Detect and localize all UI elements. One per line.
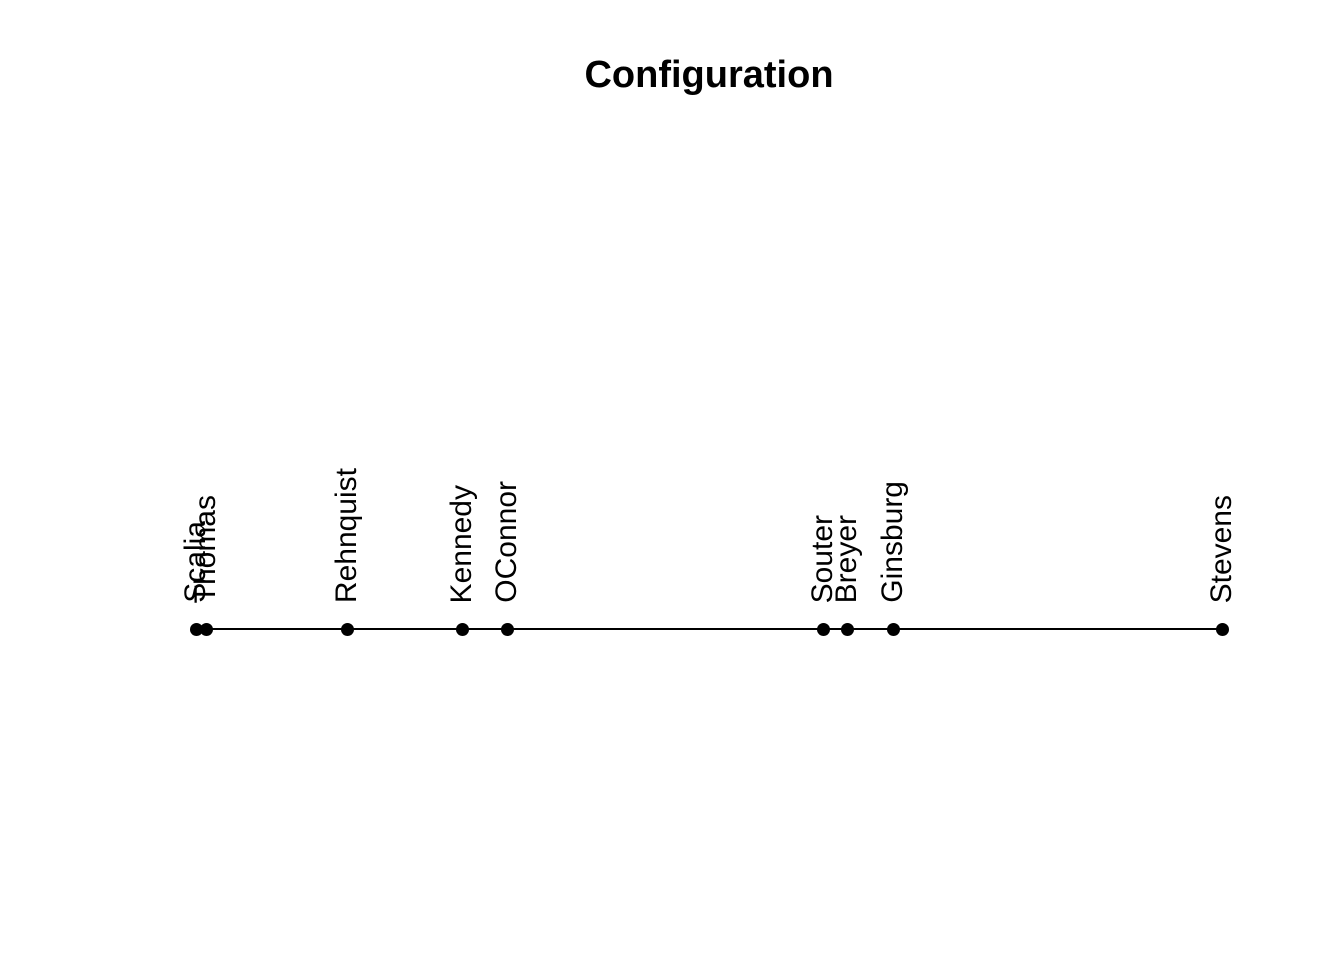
point-label-ginsburg: Ginsburg [876,481,909,603]
data-point-thomas [199,622,213,636]
point-label-stevens: Stevens [1205,494,1238,603]
point-label-rehnquist: Rehnquist [330,467,363,603]
point-label-kennedy: Kennedy [445,484,478,603]
data-point-rehnquist [340,622,354,636]
point-label-oconnor: OConnor [490,481,523,603]
data-point-stevens [1215,622,1229,636]
data-point-kennedy [455,622,469,636]
point-label-thomas: Thomas [189,494,222,603]
data-point-scalia [189,622,203,636]
chart-title: Configuration [584,54,834,96]
data-point-souter [816,622,830,636]
point-label-breyer: Breyer [830,514,863,603]
data-point-oconnor [500,622,514,636]
baseline [196,628,1222,630]
data-point-ginsburg [886,622,900,636]
data-point-breyer [840,622,854,636]
